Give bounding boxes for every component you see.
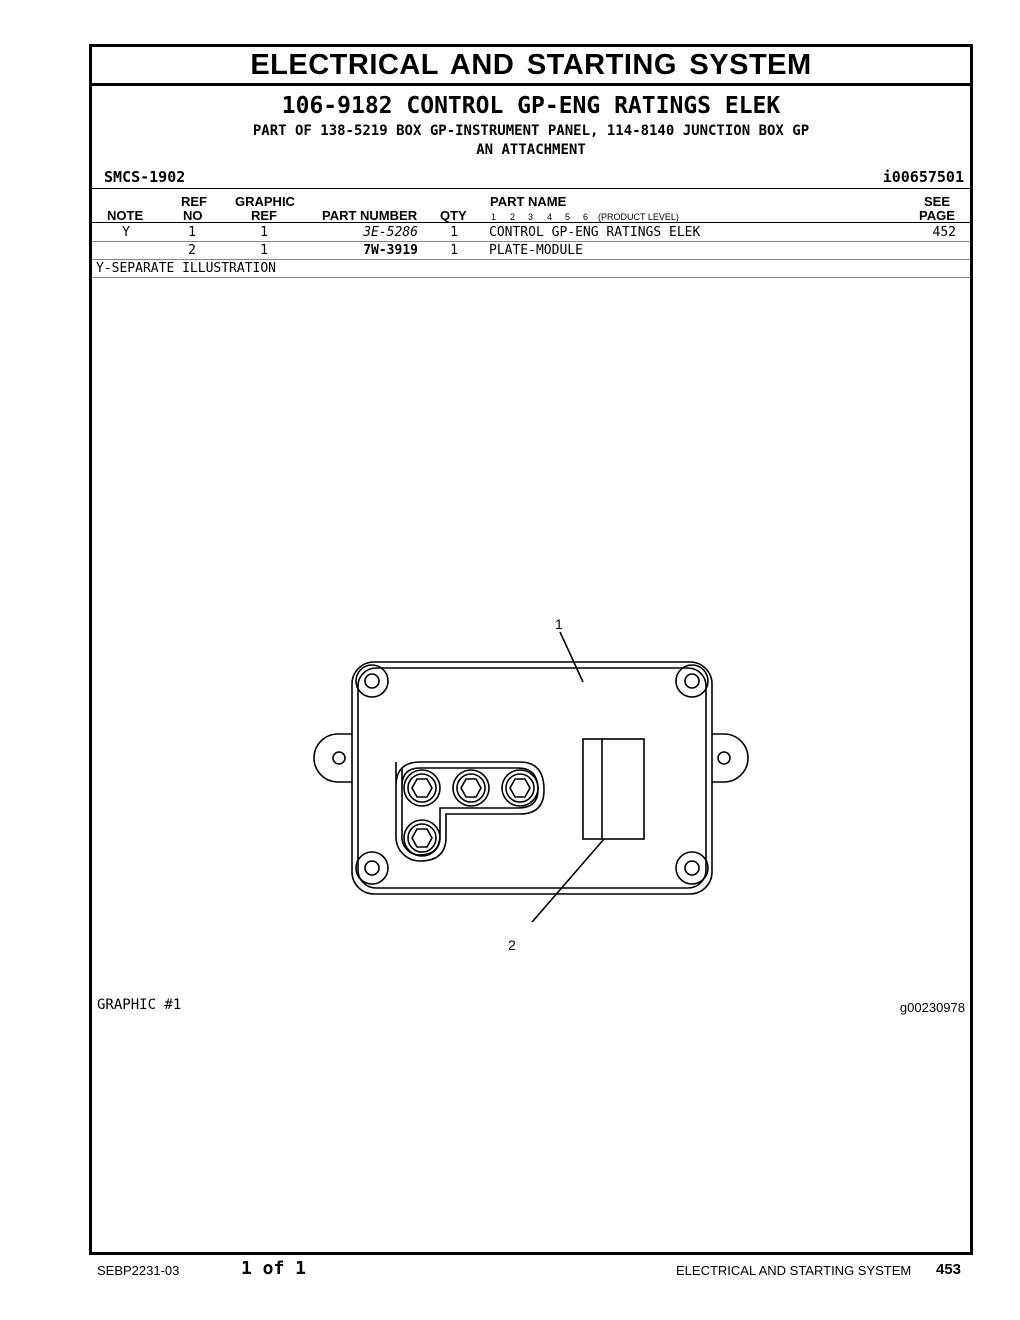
part-of-line: PART OF 138-5219 BOX GP-INSTRUMENT PANEL… <box>252 123 810 139</box>
hex-connector <box>452 769 490 807</box>
header-qty: QTY <box>440 208 467 223</box>
footer-section: ELECTRICAL AND STARTING SYSTEM <box>676 1263 912 1278</box>
hex-connector <box>501 769 539 807</box>
plate-outline <box>351 661 713 895</box>
attachment-line: AN ATTACHMENT <box>476 142 586 158</box>
plate-module <box>582 738 645 840</box>
table-top-rule <box>92 188 970 189</box>
row-divider <box>92 259 970 260</box>
level-6: 6 <box>583 212 589 222</box>
header-graphic-top: GRAPHIC <box>235 194 295 209</box>
graphic-id: g00230978 <box>899 1000 965 1015</box>
row-part-number: 7W-3919 <box>363 243 418 258</box>
corner-boss <box>355 851 389 885</box>
header-graphic-bottom: REF <box>251 208 277 223</box>
level-2: 2 <box>510 212 516 222</box>
table-bottom-rule <box>92 277 970 278</box>
section-title-band: ELECTRICAL AND STARTING SYSTEM <box>92 47 970 86</box>
row-part-name: CONTROL GP-ENG RATINGS ELEK <box>489 225 701 240</box>
row-ref-no: 2 <box>188 243 196 258</box>
footer-page-number: 453 <box>936 1261 962 1278</box>
graphic-label: GRAPHIC #1 <box>97 997 182 1013</box>
left-ear-hole <box>332 751 346 765</box>
row-graphic-ref: 1 <box>260 243 268 258</box>
footer-page-of: 1 of 1 <box>241 1258 307 1279</box>
header-ref-bottom: NO <box>183 208 203 223</box>
hex-connector <box>403 819 441 857</box>
row-qty: 1 <box>450 225 458 240</box>
callout-2-leader <box>531 838 605 922</box>
product-level-label: (PRODUCT LEVEL) <box>598 212 679 222</box>
connector-bracket-inner <box>401 767 539 856</box>
header-see-bottom: PAGE <box>919 208 955 223</box>
smcs-code: SMCS-1902 <box>104 168 186 186</box>
header-part-number: PART NUMBER <box>322 208 418 223</box>
level-4: 4 <box>547 212 553 222</box>
hex-connector <box>403 769 441 807</box>
plate-inner-outline <box>357 667 707 889</box>
right-mounting-ear <box>712 733 749 783</box>
corner-boss <box>675 664 709 698</box>
table-footnote: Y-SEPARATE ILLUSTRATION <box>96 261 277 276</box>
callout-1-leader <box>559 631 584 683</box>
header-bottom-rule <box>92 222 970 223</box>
level-1: 1 <box>491 212 497 222</box>
right-ear-hole <box>717 751 731 765</box>
footer-doc-number: SEBP2231-03 <box>97 1263 180 1278</box>
header-part-name: PART NAME <box>490 194 567 209</box>
level-5: 5 <box>565 212 571 222</box>
left-mounting-ear <box>313 733 352 783</box>
section-title: ELECTRICAL AND STARTING SYSTEM <box>250 49 812 81</box>
group-title: 106-9182 CONTROL GP-ENG RATINGS ELEK <box>281 93 781 119</box>
callout-2: 2 <box>508 937 516 953</box>
corner-boss <box>675 851 709 885</box>
row-graphic-ref: 1 <box>260 225 268 240</box>
header-ref-top: REF <box>181 194 207 209</box>
row-part-name: PLATE-MODULE <box>489 243 583 258</box>
row-note: Y <box>122 225 130 240</box>
row-divider <box>92 241 970 242</box>
parts-illustration: 1 <box>313 616 749 922</box>
header-note: NOTE <box>107 208 144 223</box>
page-frame: ELECTRICAL AND STARTING SYSTEM 106-9182 … <box>89 44 973 1255</box>
header-see-top: SEE <box>924 194 951 209</box>
callout-1: 1 <box>555 616 563 632</box>
row-see-page: 452 <box>932 225 956 240</box>
row-qty: 1 <box>450 243 458 258</box>
row-ref-no: 1 <box>188 225 196 240</box>
corner-boss <box>355 664 389 698</box>
connector-bracket <box>395 761 545 862</box>
row-part-number: 3E-5286 <box>363 225 418 240</box>
level-3: 3 <box>528 212 534 222</box>
illustration-id: i00657501 <box>882 168 964 186</box>
